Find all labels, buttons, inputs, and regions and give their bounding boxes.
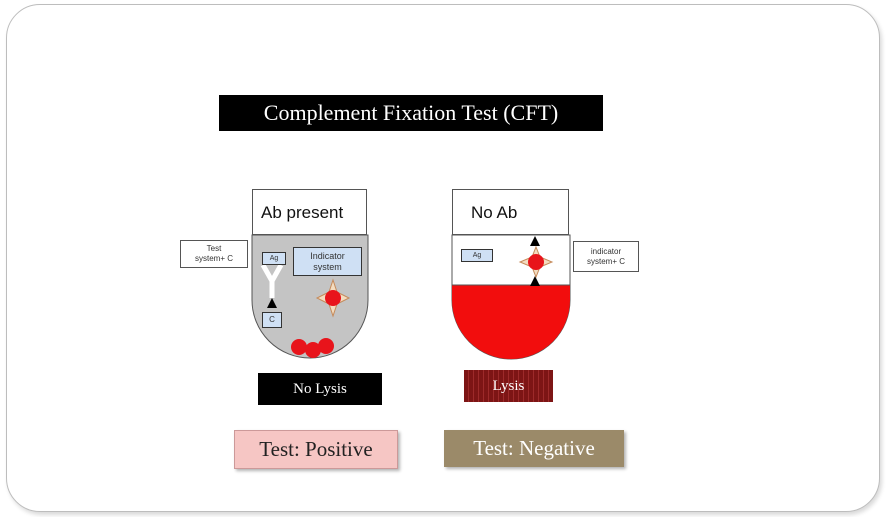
result-positive: Test: Positive xyxy=(234,430,398,469)
lysed-red-fill xyxy=(452,285,570,359)
complement-triangle-icon xyxy=(267,298,277,308)
negative-tube-header: No Ab xyxy=(452,189,569,235)
complement-triangle-icon xyxy=(530,236,540,246)
test-system-line2: system+ C xyxy=(194,254,233,263)
positive-tube-header: Ab present xyxy=(252,189,367,235)
complement-chip: C xyxy=(262,312,282,328)
complement-triangle-icon xyxy=(530,276,540,286)
indicator-system-label: indicator system+ C xyxy=(573,241,639,272)
test-system-label: Test system+ C xyxy=(180,240,248,268)
no-lysis-label: No Lysis xyxy=(258,373,382,405)
antigen-chip: Ag xyxy=(461,249,493,262)
slide-frame xyxy=(6,4,880,512)
indicator-system-line2: system+ C xyxy=(586,257,625,266)
indicator-line2: system xyxy=(313,262,342,272)
diagram-title: Complement Fixation Test (CFT) xyxy=(219,95,603,131)
lysis-label: Lysis xyxy=(464,370,553,402)
indicator-system-chip: Indicator system xyxy=(293,247,362,276)
indicator-rbc-icon xyxy=(315,278,351,318)
indicator-line1: Indicator xyxy=(310,251,345,261)
result-negative: Test: Negative xyxy=(444,430,624,467)
indicator-rbc-icon xyxy=(518,245,554,279)
antibody-y-icon xyxy=(260,263,284,298)
test-system-line1: Test xyxy=(206,244,222,253)
sedimented-rbc-icons xyxy=(291,338,334,358)
antigen-chip: Ag xyxy=(262,252,286,265)
indicator-system-line1: indicator xyxy=(590,247,622,256)
